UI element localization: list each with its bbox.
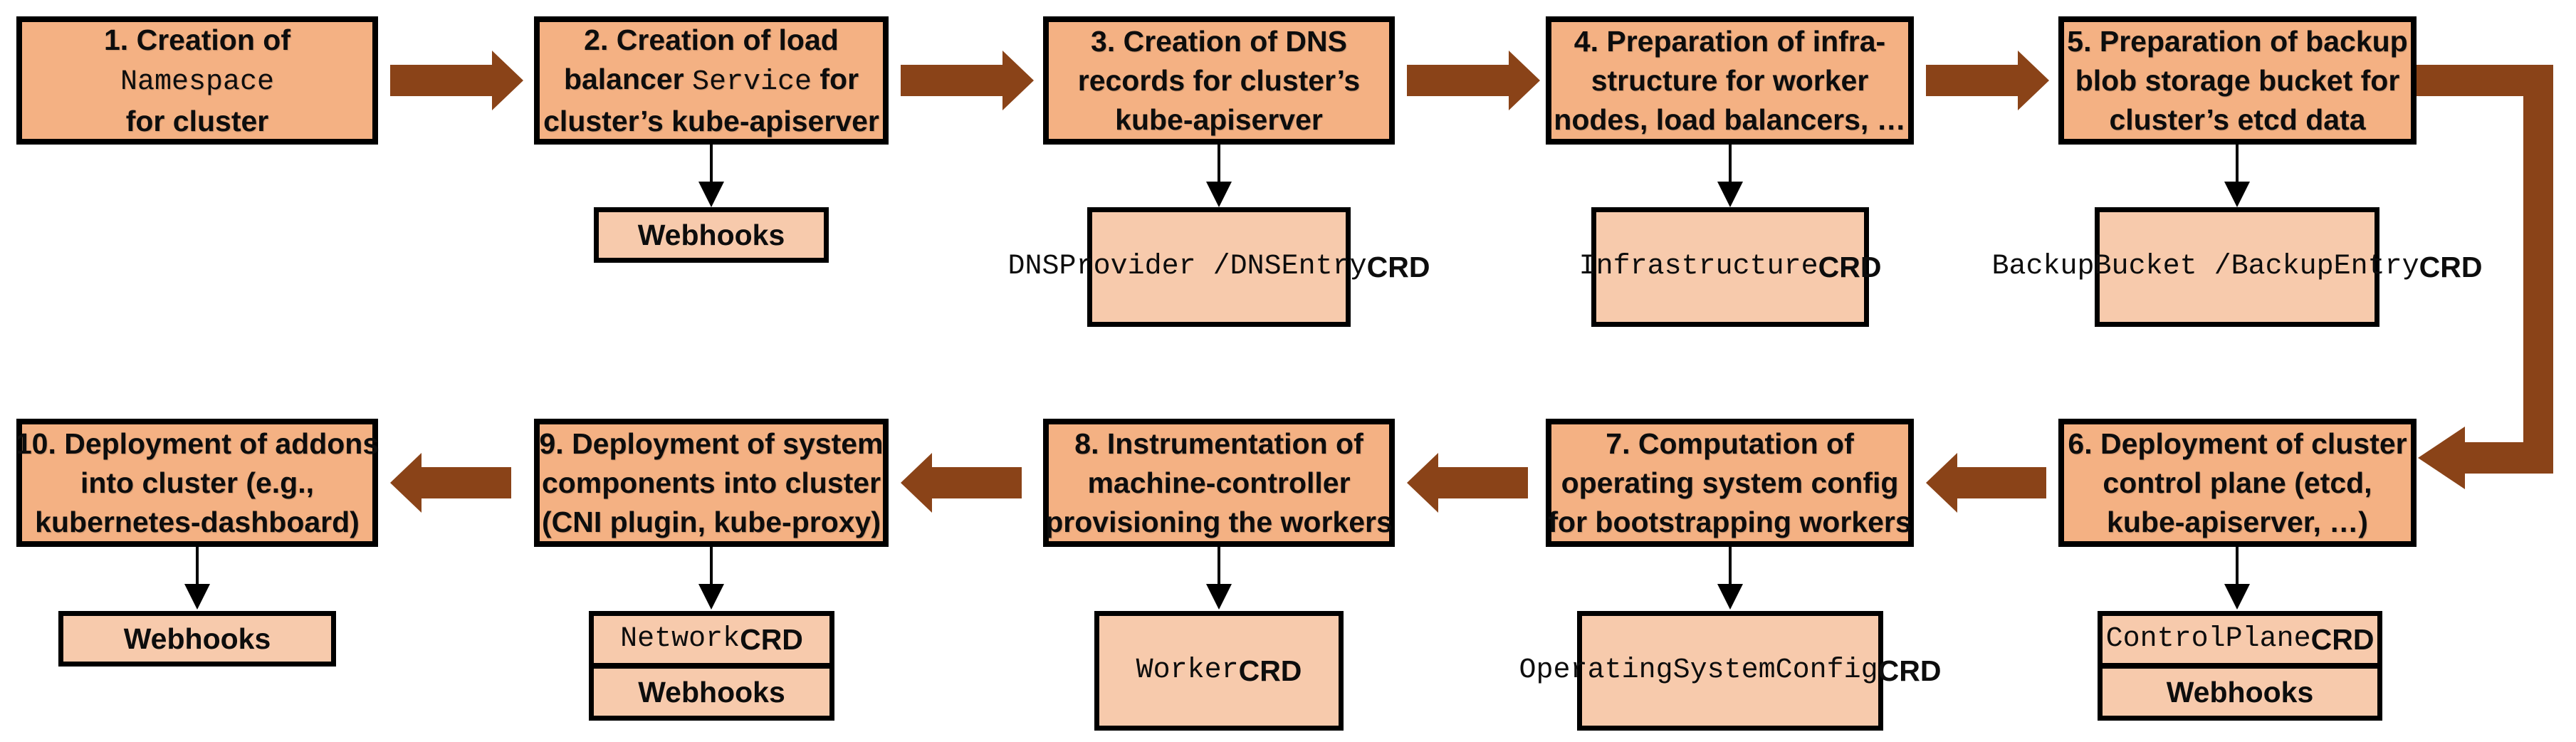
step-9-webhooks-label: Webhooks xyxy=(594,663,829,716)
elbow-arrowhead xyxy=(2418,427,2465,489)
step-4-title: 4. Preparation of infra-structure for wo… xyxy=(1554,24,1906,136)
step-5-crd-box: BackupBucket /BackupEntry CRD xyxy=(1991,207,2483,327)
elbow-vertical-segment xyxy=(2523,65,2553,474)
flow-arrow-step4-to-step5-icon xyxy=(1926,51,2049,110)
step-6-crd-webhooks-box: ControlPlane CRD Webhooks xyxy=(2098,611,2382,721)
step-2-webhooks-label: Webhooks xyxy=(637,219,785,251)
down-arrow-step-9-icon xyxy=(710,547,713,584)
down-arrow-step-4-icon xyxy=(1729,145,1732,182)
step-10-webhooks-label: Webhooks xyxy=(123,622,271,655)
step-9-crd-webhooks-box: Network CRD Webhooks xyxy=(589,611,834,721)
flow-arrow-step3-to-step4-icon xyxy=(1407,51,1540,110)
down-arrow-step-5-icon xyxy=(2236,145,2239,182)
step-4-box: 4. Preparation of infra-structure for wo… xyxy=(1546,16,1914,145)
down-arrow-step-10-icon xyxy=(196,547,199,584)
down-arrow-step-2-icon xyxy=(710,145,713,182)
step-6-crd-label: ControlPlane CRD xyxy=(2105,623,2375,656)
down-arrow-step-3-icon xyxy=(1218,145,1220,182)
step-5-crd-label: BackupBucket /BackupEntry CRD xyxy=(1991,251,2483,283)
down-arrow-step-7-icon xyxy=(1729,547,1732,584)
elbow-bottom-segment xyxy=(2464,442,2553,474)
step-6-webhooks-label: Webhooks xyxy=(2103,663,2377,716)
flow-arrow-step6-to-step7-icon xyxy=(1926,453,2046,513)
step-10-webhooks-box: Webhooks xyxy=(58,611,336,667)
flow-arrow-step1-to-step2-icon xyxy=(390,51,523,110)
step-3-crd-label: DNSProvider /DNSEntry CRD xyxy=(1007,251,1430,283)
flow-arrow-step8-to-step9-icon xyxy=(901,453,1022,513)
down-arrow-step-8-icon xyxy=(1218,547,1220,584)
step-3-crd-box: DNSProvider /DNSEntry CRD xyxy=(1007,207,1430,327)
down-arrow-step-6-icon xyxy=(2236,547,2239,584)
step-9-crd-label: Network CRD xyxy=(620,623,803,656)
flow-arrow-step2-to-step3-icon xyxy=(901,51,1034,110)
step-2-webhooks-box: Webhooks xyxy=(594,207,829,263)
flow-arrow-step9-to-step10-icon xyxy=(390,453,511,513)
flow-arrow-step7-to-step8-icon xyxy=(1407,453,1528,513)
